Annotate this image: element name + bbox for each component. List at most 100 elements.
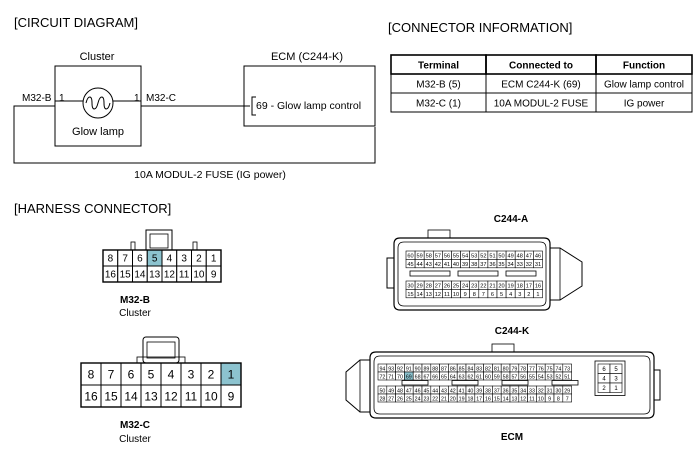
pin-number: 48 bbox=[517, 254, 523, 260]
pin-number: 40 bbox=[467, 388, 473, 394]
pin-number: 53 bbox=[471, 254, 477, 260]
pin-number: 18 bbox=[467, 396, 473, 402]
pin-number: 2 bbox=[527, 292, 530, 298]
pin-number: 4 bbox=[602, 377, 606, 383]
table-cell: ECM C244-K (69) bbox=[501, 80, 580, 91]
pin-number: 39 bbox=[462, 262, 468, 268]
pin-number: 30 bbox=[407, 284, 413, 290]
c244k-right-tab bbox=[653, 369, 661, 401]
c244k-key-slot bbox=[451, 380, 479, 386]
pin-number: 46 bbox=[535, 254, 541, 260]
pin-number: 80 bbox=[503, 366, 509, 372]
pin-number: 83 bbox=[476, 366, 482, 372]
c244a-name: C244-A bbox=[494, 214, 528, 225]
pin-number: 68 bbox=[415, 374, 421, 380]
pin-number: 63 bbox=[459, 374, 465, 380]
table-cell-border bbox=[595, 92, 693, 113]
pin-number: 55 bbox=[529, 374, 535, 380]
pin-number: 7 bbox=[566, 396, 569, 402]
pin-number: 56 bbox=[520, 374, 526, 380]
pin-number: 43 bbox=[441, 388, 447, 394]
pin-number: 62 bbox=[467, 374, 473, 380]
pin-number: 4 bbox=[509, 292, 512, 298]
c244a-key-slot bbox=[505, 270, 537, 277]
pin-number: 32 bbox=[538, 388, 544, 394]
pin-number: 17 bbox=[476, 396, 482, 402]
pin-number: 51 bbox=[564, 374, 570, 380]
pin-number: 3 bbox=[518, 292, 521, 298]
fuse-label: 10A MODUL-2 FUSE (IG power) bbox=[134, 169, 286, 181]
pin-number: 10 bbox=[193, 270, 205, 281]
pin-number: 60 bbox=[407, 254, 413, 260]
pin-number: 58 bbox=[426, 254, 432, 260]
pin-number: 19 bbox=[459, 396, 465, 402]
pin-number: 12 bbox=[435, 292, 441, 298]
pin-number: 7 bbox=[108, 367, 115, 381]
pin-number: 6 bbox=[128, 367, 135, 381]
pin-number: 7 bbox=[122, 254, 128, 265]
pin-number: 13 bbox=[144, 389, 158, 403]
connector-latch-inner bbox=[149, 233, 169, 249]
m32b-pin-connector: M32-B bbox=[22, 93, 52, 104]
c244k-key-slot bbox=[551, 380, 579, 386]
c244k-left-lever bbox=[345, 359, 370, 413]
pin-number: 44 bbox=[432, 388, 438, 394]
pin-number: 34 bbox=[508, 262, 514, 268]
pin-number: 36 bbox=[489, 262, 495, 268]
pin-number: 35 bbox=[498, 262, 504, 268]
pin-number: 5 bbox=[614, 367, 618, 373]
table-cell: IG power bbox=[624, 99, 665, 110]
pin-number: 40 bbox=[453, 262, 459, 268]
pin-number: 4 bbox=[168, 367, 175, 381]
table-cell: Glow lamp control bbox=[604, 80, 684, 91]
pin-number: 55 bbox=[453, 254, 459, 260]
connector-latch bbox=[142, 336, 180, 364]
pin-number: 9 bbox=[464, 292, 467, 298]
pin-number: 33 bbox=[529, 388, 535, 394]
pin-number: 41 bbox=[459, 388, 465, 394]
pin-number: 11 bbox=[185, 389, 198, 403]
m32b-name: M32-B bbox=[120, 295, 150, 306]
pin-number: 17 bbox=[526, 284, 532, 290]
pin-number: 28 bbox=[379, 396, 385, 402]
pin-number: 25 bbox=[406, 396, 412, 402]
pin-number: 53 bbox=[547, 374, 553, 380]
pin-number: 15 bbox=[120, 270, 132, 281]
pin-cell bbox=[562, 371, 572, 381]
connector-key bbox=[130, 241, 136, 251]
pin-number: 6 bbox=[137, 254, 143, 265]
c244a-left-tab bbox=[386, 257, 395, 289]
pin-cell bbox=[609, 382, 623, 393]
pin-number: 72 bbox=[379, 374, 385, 380]
pin-number: 42 bbox=[450, 388, 456, 394]
pin-number: 88 bbox=[432, 366, 438, 372]
pin-number: 1 bbox=[228, 367, 235, 381]
pin-number: 39 bbox=[476, 388, 482, 394]
c244a-top-key bbox=[427, 229, 451, 239]
m32b-sub: Cluster bbox=[119, 308, 151, 319]
pin-number: 82 bbox=[485, 366, 491, 372]
pin-number: 8 bbox=[557, 396, 560, 402]
pin-number: 45 bbox=[407, 262, 413, 268]
pin-number: 69 bbox=[406, 374, 412, 380]
pin-number: 31 bbox=[547, 388, 553, 394]
pin-number: 11 bbox=[179, 270, 190, 281]
m32c-sub: Cluster bbox=[119, 434, 151, 445]
pin-number: 3 bbox=[614, 377, 618, 383]
pin-number: 37 bbox=[480, 262, 486, 268]
pin-number: 38 bbox=[485, 388, 491, 394]
pin-number: 75 bbox=[547, 366, 553, 372]
connector-latch-inner bbox=[146, 341, 176, 359]
pin-number: 36 bbox=[503, 388, 509, 394]
pin-number: 14 bbox=[503, 396, 509, 402]
pin-cell bbox=[533, 289, 543, 299]
pin-number: 54 bbox=[538, 374, 544, 380]
pin-number: 73 bbox=[564, 366, 570, 372]
pin-number: 18 bbox=[517, 284, 523, 290]
table-header: Function bbox=[623, 61, 665, 72]
pin-number: 92 bbox=[397, 366, 403, 372]
pin-number: 37 bbox=[494, 388, 500, 394]
pin-number: 3 bbox=[181, 254, 187, 265]
pin-number: 57 bbox=[511, 374, 517, 380]
